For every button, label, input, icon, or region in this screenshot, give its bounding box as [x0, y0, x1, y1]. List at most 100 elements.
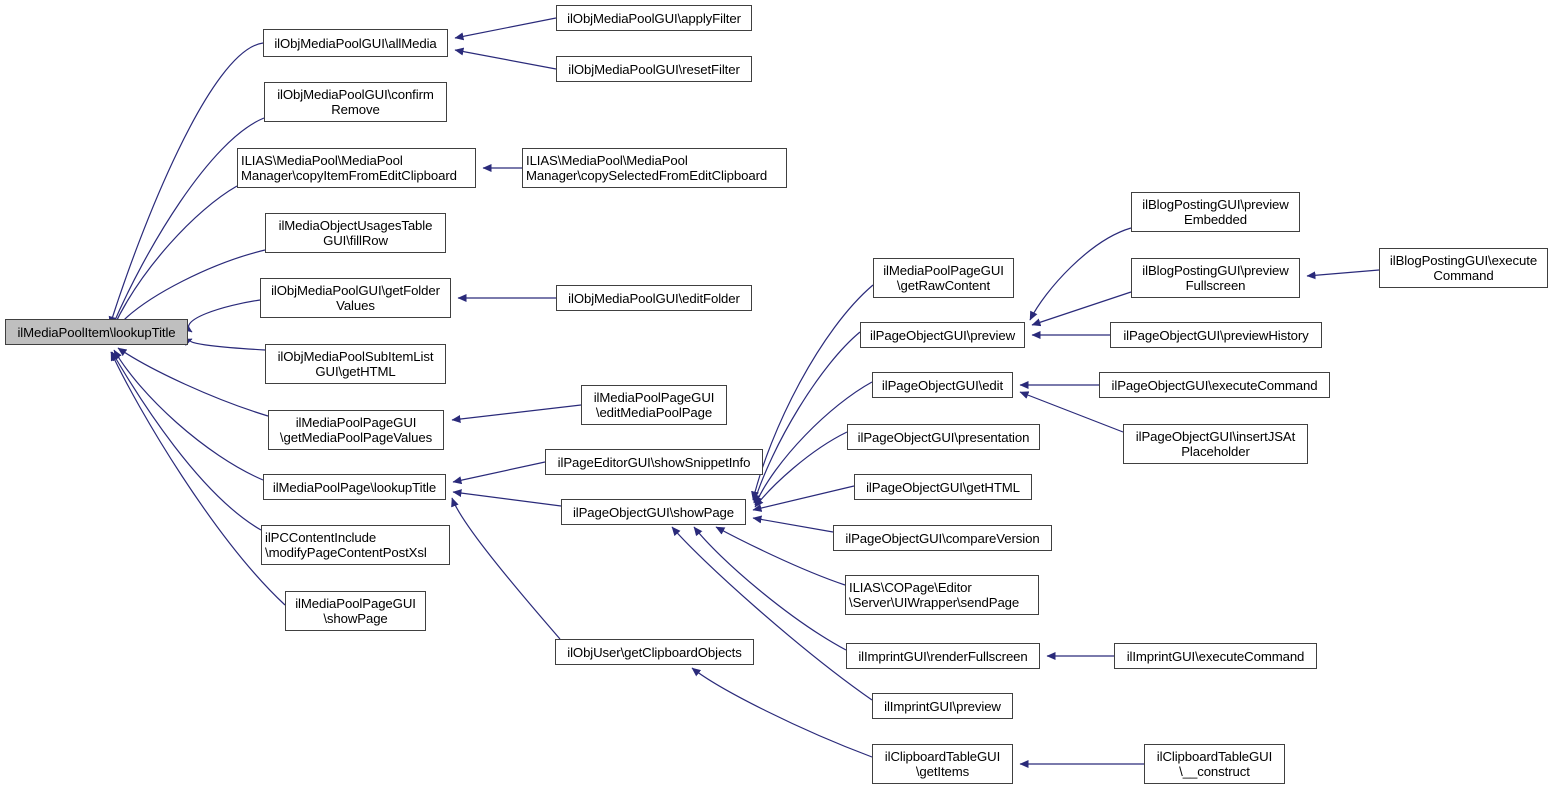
graph-edge-blogExecuteCommand-to-blogPreviewFullscreen: [1306, 269, 1380, 280]
graph-node-modifyPostXsl[interactable]: ilPCContentInclude \modifyPageContentPos…: [261, 525, 450, 565]
graph-node-showSnippetInfo[interactable]: ilPageEditorGUI\showSnippetInfo: [545, 449, 763, 475]
graph-node-label: ilPageObjectGUI\compareVersion: [845, 530, 1040, 546]
graph-node-blogExecuteCommand[interactable]: ilBlogPostingGUI\execute Command: [1379, 248, 1548, 288]
graph-node-blogPreviewFullscreen[interactable]: ilBlogPostingGUI\preview Fullscreen: [1131, 258, 1300, 298]
graph-edge-getMPPageValues-to-root: [117, 347, 269, 417]
graph-node-mpPageGUIShowPage[interactable]: ilMediaPoolPageGUI \showPage: [285, 591, 426, 631]
graph-node-label: ilPCContentInclude \modifyPageContentPos…: [265, 530, 427, 560]
graph-node-label: ilMediaPoolPageGUI \editMediaPoolPage: [593, 390, 715, 420]
graph-node-label: ilImprintGUI\renderFullscreen: [858, 648, 1028, 664]
graph-node-allMedia[interactable]: ilObjMediaPoolGUI\allMedia: [263, 29, 448, 57]
graph-node-clipboardGetItems[interactable]: ilClipboardTableGUI \getItems: [872, 744, 1013, 784]
graph-node-label: ilPageEditorGUI\showSnippetInfo: [557, 454, 751, 470]
graph-edge-editMediaPoolPage-to-getMPPageValues: [451, 404, 582, 423]
graph-node-label: ilImprintGUI\preview: [884, 698, 1001, 714]
graph-node-previewHistory[interactable]: ilPageObjectGUI\previewHistory: [1110, 322, 1322, 348]
graph-node-label: ilClipboardTableGUI \__construct: [1156, 749, 1273, 779]
graph-node-label: ilObjMediaPoolGUI\editFolder: [568, 290, 740, 306]
graph-node-poEdit[interactable]: ilPageObjectGUI\edit: [872, 372, 1013, 398]
graph-edge-poPreview-to-showPage: [752, 331, 861, 504]
graph-node-getMPPageValues[interactable]: ilMediaPoolPageGUI \getMediaPoolPageValu…: [268, 410, 444, 450]
graph-edge-clipboardGetItems-to-getClipboardObjects: [691, 667, 873, 758]
graph-node-label: ilBlogPostingGUI\execute Command: [1389, 253, 1538, 283]
graph-node-label: ilPageObjectGUI\previewHistory: [1123, 327, 1309, 343]
graph-node-label: ilBlogPostingGUI\preview Fullscreen: [1142, 263, 1289, 293]
graph-node-label: ILIAS\MediaPool\MediaPool Manager\copyIt…: [241, 153, 457, 183]
graph-node-label: ilPageObjectGUI\executeCommand: [1111, 377, 1318, 393]
graph-node-insertJSAt[interactable]: ilPageObjectGUI\insertJSAt Placeholder: [1123, 424, 1308, 464]
graph-node-getRawContent[interactable]: ilMediaPoolPageGUI \getRawContent: [873, 258, 1014, 298]
graph-node-label: ilImprintGUI\executeCommand: [1126, 648, 1305, 664]
graph-node-sendPage[interactable]: ILIAS\COPage\Editor \Server\UIWrapper\se…: [845, 575, 1039, 615]
graph-node-label: ILIAS\COPage\Editor \Server\UIWrapper\se…: [849, 580, 1020, 610]
graph-node-label: ilMediaObjectUsagesTable GUI\fillRow: [278, 218, 433, 248]
graph-node-renderFullscreen[interactable]: ilImprintGUI\renderFullscreen: [846, 643, 1040, 669]
graph-edge-getFolderValues-to-root: [182, 299, 261, 333]
graph-node-root[interactable]: ilMediaPoolItem\lookupTitle: [5, 319, 188, 345]
graph-edge-renderFullscreen-to-showPage: [693, 526, 847, 651]
graph-node-label: ilObjMediaPoolGUI\applyFilter: [567, 10, 741, 26]
graph-edge-imprintPreview-to-showPage: [671, 526, 873, 701]
graph-node-fillRow[interactable]: ilMediaObjectUsagesTable GUI\fillRow: [265, 213, 446, 253]
graph-node-editFolder[interactable]: ilObjMediaPoolGUI\editFolder: [556, 285, 752, 311]
graph-node-label: ilPageObjectGUI\insertJSAt Placeholder: [1135, 429, 1296, 459]
graph-node-label: ilObjMediaPoolGUI\confirm Remove: [277, 87, 434, 117]
graph-edge-showPage-to-mpPageLookupTitle: [452, 489, 562, 507]
graph-node-label: ilPageObjectGUI\getHTML: [866, 479, 1020, 495]
graph-edge-compareVersion-to-showPage: [752, 515, 834, 533]
graph-edge-applyFilter-to-allMedia: [454, 17, 557, 41]
graph-node-mpPageLookupTitle[interactable]: ilMediaPoolPage\lookupTitle: [263, 474, 446, 500]
graph-edge-subItemListGetHTML-to-root: [182, 338, 266, 351]
graph-node-poPresentation[interactable]: ilPageObjectGUI\presentation: [847, 424, 1040, 450]
graph-node-poGetHTML[interactable]: ilPageObjectGUI\getHTML: [854, 474, 1032, 500]
graph-node-label: ilObjMediaPoolGUI\getFolder Values: [271, 283, 440, 313]
graph-node-label: ilPageObjectGUI\edit: [881, 377, 1004, 393]
graph-edge-fillRow-to-root: [115, 249, 266, 329]
graph-edge-resetFilter-to-allMedia: [454, 47, 557, 70]
graph-node-label: ilBlogPostingGUI\preview Embedded: [1142, 197, 1289, 227]
graph-node-label: ilPageObjectGUI\preview: [869, 327, 1016, 343]
graph-node-getClipboardObjects[interactable]: ilObjUser\getClipboardObjects: [555, 639, 754, 665]
graph-node-blogPreviewEmbedded[interactable]: ilBlogPostingGUI\preview Embedded: [1131, 192, 1300, 232]
graph-edge-getRawContent-to-showPage: [751, 284, 874, 501]
graph-node-label: ilMediaPoolPage\lookupTitle: [272, 479, 437, 495]
graph-node-editMediaPoolPage[interactable]: ilMediaPoolPageGUI \editMediaPoolPage: [581, 385, 727, 425]
graph-node-label: ilObjUser\getClipboardObjects: [567, 644, 742, 660]
graph-edge-blogPreviewEmbedded-to-poPreview: [1029, 227, 1132, 321]
graph-node-imprintPreview[interactable]: ilImprintGUI\preview: [872, 693, 1013, 719]
graph-edge-poPresentation-to-showPage: [754, 431, 848, 508]
graph-edge-getClipboardObjects-to-mpPageLookupTitle: [451, 497, 561, 640]
graph-edge-poGetHTML-to-showPage: [752, 485, 855, 512]
graph-edge-copyItemFromEdit-to-root: [112, 185, 238, 329]
graph-node-subItemListGetHTML[interactable]: ilObjMediaPoolSubItemList GUI\getHTML: [265, 344, 446, 384]
graph-node-label: ilClipboardTableGUI \getItems: [884, 749, 1001, 779]
graph-edge-mpPageGUIShowPage-to-root: [110, 351, 286, 606]
graph-node-copyItemFromEdit[interactable]: ILIAS\MediaPool\MediaPool Manager\copyIt…: [237, 148, 476, 188]
graph-node-poExecuteCommand[interactable]: ilPageObjectGUI\executeCommand: [1099, 372, 1330, 398]
graph-node-showPage[interactable]: ilPageObjectGUI\showPage: [561, 499, 746, 525]
graph-node-label: ilPageObjectGUI\showPage: [572, 504, 735, 520]
graph-node-label: ILIAS\MediaPool\MediaPool Manager\copySe…: [526, 153, 768, 183]
graph-node-label: ilMediaPoolPageGUI \getMediaPoolPageValu…: [279, 415, 433, 445]
graph-node-label: ilMediaPoolPageGUI \showPage: [295, 596, 416, 626]
graph-node-label: ilObjMediaPoolGUI\allMedia: [274, 35, 437, 51]
graph-node-getFolderValues[interactable]: ilObjMediaPoolGUI\getFolder Values: [260, 278, 451, 318]
graph-node-label: ilMediaPoolPageGUI \getRawContent: [883, 263, 1004, 293]
graph-node-confirmRemove[interactable]: ilObjMediaPoolGUI\confirm Remove: [264, 82, 447, 122]
graph-node-clipboardConstruct[interactable]: ilClipboardTableGUI \__construct: [1144, 744, 1285, 784]
graph-node-label: ilObjMediaPoolGUI\resetFilter: [568, 61, 740, 77]
graph-node-copySelectedFromEdit[interactable]: ILIAS\MediaPool\MediaPool Manager\copySe…: [522, 148, 787, 188]
graph-node-resetFilter[interactable]: ilObjMediaPoolGUI\resetFilter: [556, 56, 752, 82]
graph-node-label: ilMediaPoolItem\lookupTitle: [17, 324, 176, 340]
graph-edge-blogPreviewFullscreen-to-poPreview: [1031, 291, 1132, 327]
graph-node-compareVersion[interactable]: ilPageObjectGUI\compareVersion: [833, 525, 1052, 551]
graph-node-label: ilObjMediaPoolSubItemList GUI\getHTML: [277, 349, 434, 379]
graph-node-poPreview[interactable]: ilPageObjectGUI\preview: [860, 322, 1025, 348]
graph-edge-showSnippetInfo-to-mpPageLookupTitle: [452, 461, 546, 485]
graph-edge-modifyPostXsl-to-root: [111, 351, 262, 531]
graph-node-imprintExecuteCommand[interactable]: ilImprintGUI\executeCommand: [1114, 643, 1317, 669]
graph-node-applyFilter[interactable]: ilObjMediaPoolGUI\applyFilter: [556, 5, 752, 31]
graph-node-label: ilPageObjectGUI\presentation: [857, 429, 1030, 445]
graph-edge-mpPageLookupTitle-to-root: [113, 349, 264, 481]
